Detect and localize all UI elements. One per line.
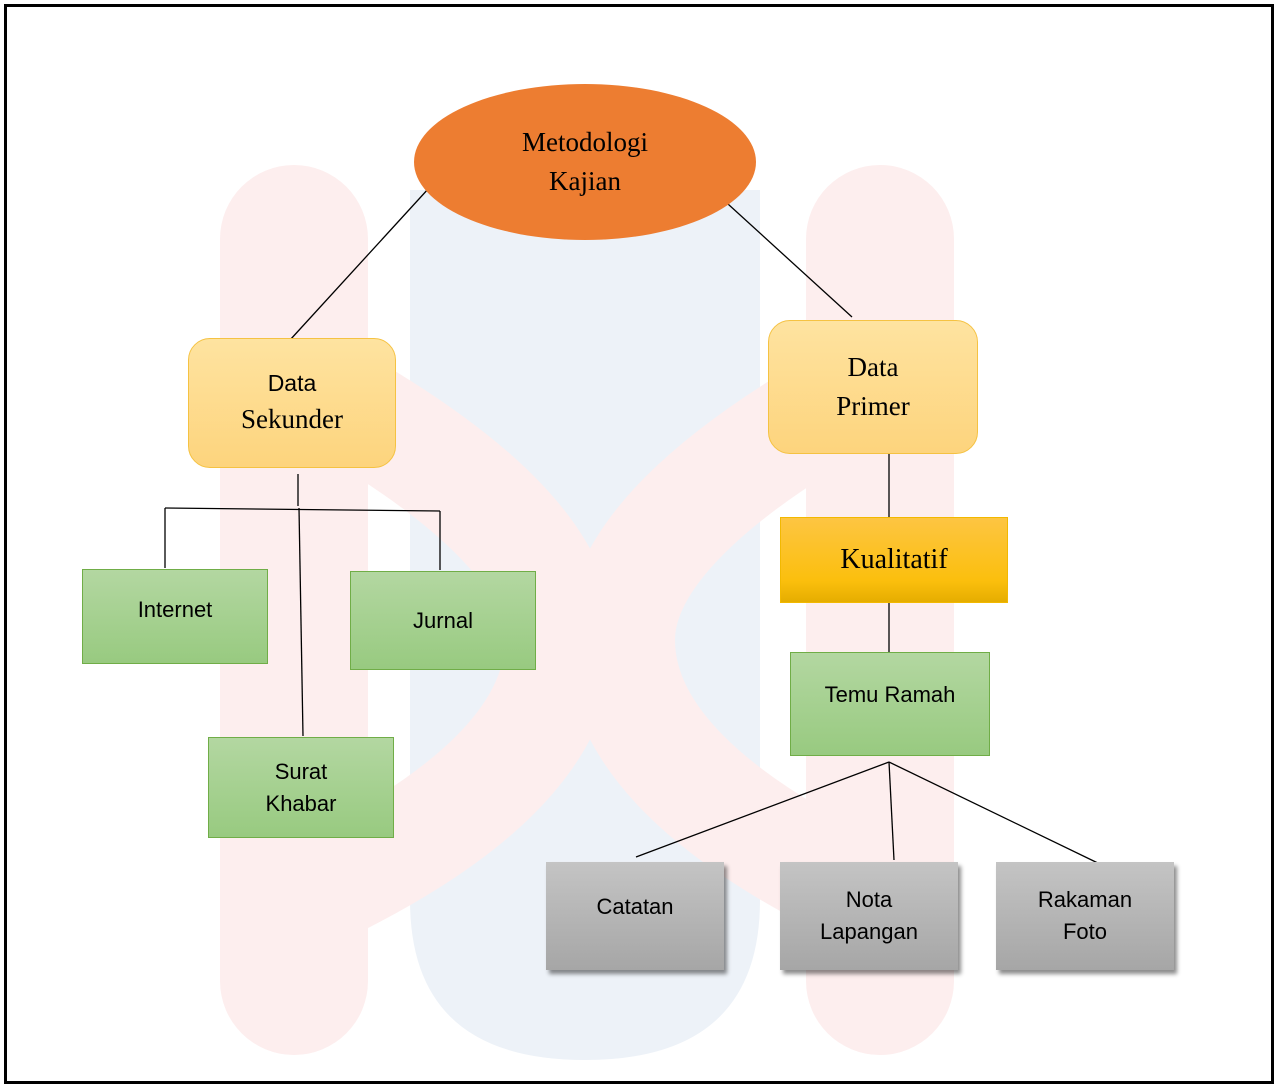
node-kualitatif: Kualitatif — [780, 517, 1008, 603]
node-catatan: Catatan — [546, 862, 724, 970]
node-temu-ramah-label: Temu Ramah — [824, 682, 956, 708]
node-jurnal: Jurnal — [350, 571, 536, 670]
connector-root-primer — [705, 183, 853, 318]
node-nota-lapangan-line1: Nota — [845, 887, 893, 913]
node-data-sekunder-line2: Sekunder — [241, 404, 343, 435]
node-surat-khabar-line1: Surat — [274, 758, 328, 784]
node-catatan-label: Catatan — [596, 894, 674, 920]
node-temu-ramah: Temu Ramah — [790, 652, 990, 756]
node-internet-label: Internet — [137, 596, 213, 622]
connector-sekunder-bar — [164, 507, 441, 512]
connector-to-surat-khabar — [298, 507, 304, 737]
watermark-left-curve — [273, 331, 616, 950]
connector-temu-catatan — [635, 761, 890, 858]
node-surat-khabar: Surat Khabar — [208, 737, 394, 838]
node-internet: Internet — [82, 569, 268, 664]
connector-temu-nota — [888, 761, 895, 861]
node-rakaman-foto-line1: Rakaman — [1037, 887, 1133, 913]
connector-root-sekunder — [289, 175, 441, 341]
node-metodologi-kajian-line1: Metodologi — [522, 126, 648, 157]
connector-temu-rakaman — [888, 761, 1105, 867]
node-rakaman-foto-line2: Foto — [1062, 919, 1108, 944]
node-data-primer-line2: Primer — [836, 391, 910, 421]
node-data-sekunder: Data Sekunder — [188, 338, 396, 468]
node-rakaman-foto: Rakaman Foto — [996, 862, 1174, 970]
node-kualitatif-label: Kualitatif — [840, 543, 948, 575]
outer-border — [4, 4, 1274, 1084]
node-jurnal-label: Jurnal — [413, 607, 473, 633]
node-surat-khabar-line2: Khabar — [265, 790, 337, 816]
node-data-primer: Data Primer — [768, 320, 978, 454]
node-metodologi-kajian: Metodologi Kajian — [414, 84, 756, 240]
node-data-primer-line1: Data — [847, 351, 899, 382]
node-data-sekunder-line1: Data — [267, 369, 317, 396]
watermark-right-curve — [564, 331, 907, 950]
node-metodologi-kajian-line2: Kajian — [549, 166, 621, 196]
node-nota-lapangan-line2: Lapangan — [820, 919, 918, 944]
node-nota-lapangan: Nota Lapangan — [780, 862, 958, 970]
